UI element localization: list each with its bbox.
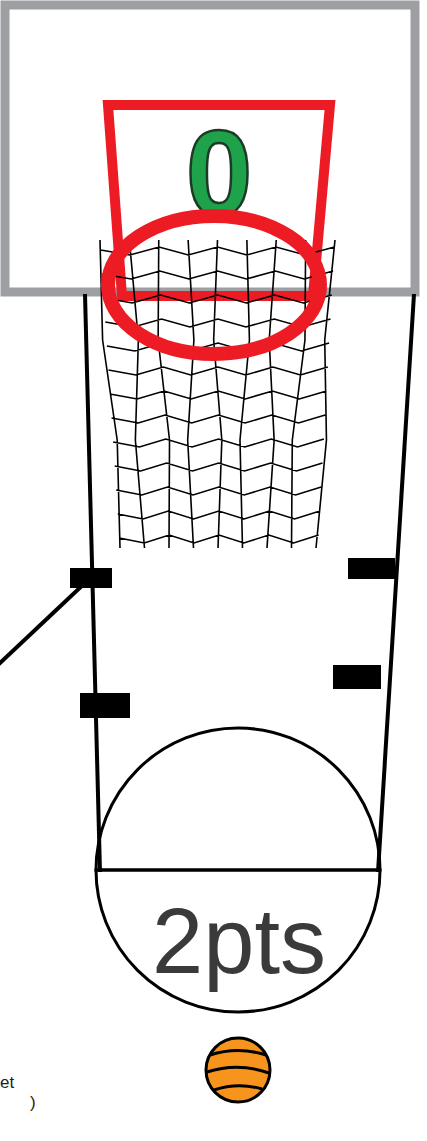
backboard [5,5,415,292]
ball-seams [207,1051,269,1091]
ball [206,1038,270,1102]
cut-off-note: et [0,1073,14,1093]
score-digit: 0 [103,113,335,233]
cut-off-note: ) [30,1093,36,1113]
leader-line [0,582,86,665]
points-zone: 2pts [96,870,382,1017]
side-tab [348,558,395,579]
ramp-side-right [378,294,414,872]
points-label: 2pts [96,895,382,987]
top-semicircle [96,728,380,870]
target-box: 0 [103,100,335,300]
net [100,240,335,548]
side-tab [70,568,112,588]
side-tab [80,693,130,718]
rim [108,216,320,354]
side-tab [333,665,381,689]
